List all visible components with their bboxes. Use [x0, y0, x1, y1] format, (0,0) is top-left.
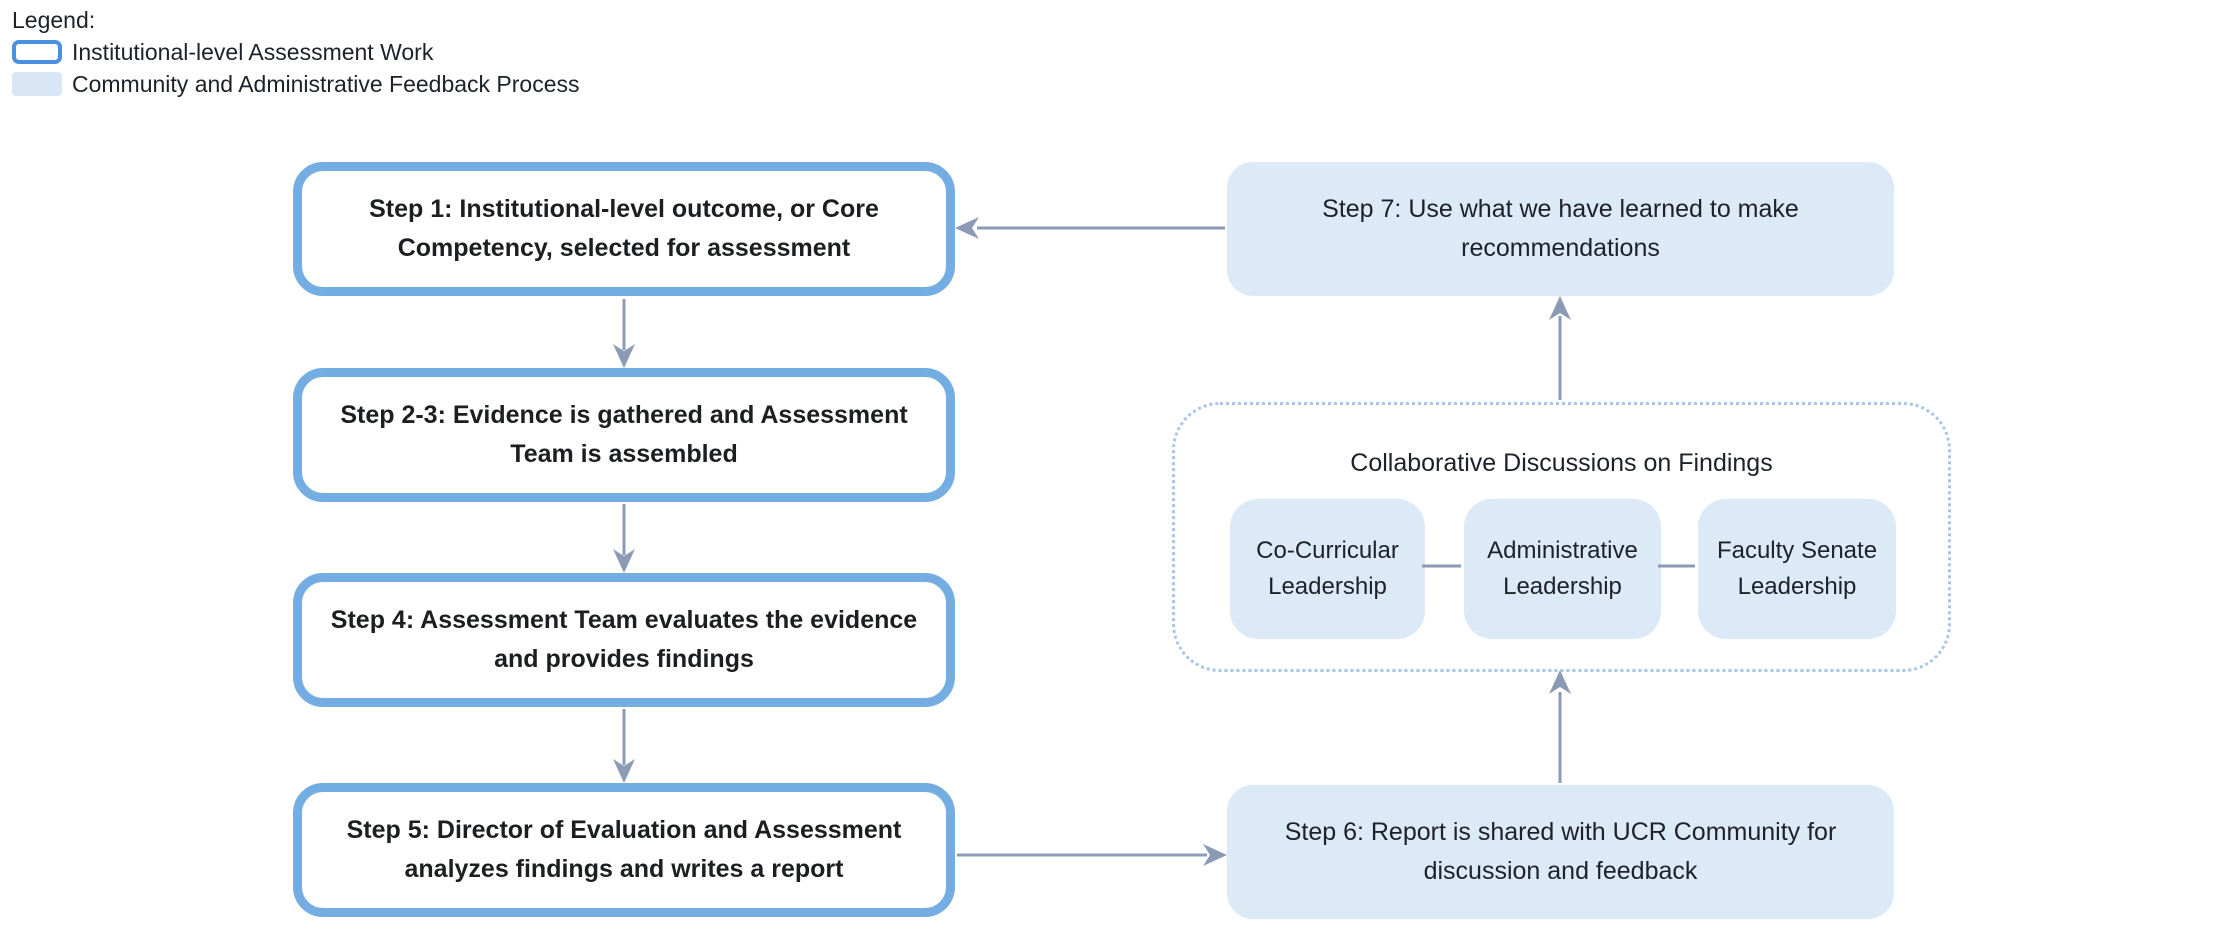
arrow-step5-to-step6 — [957, 844, 1227, 866]
arrow-step1-to-step23 — [613, 299, 635, 368]
step-4-box: Step 4: Assessment Team evaluates the ev… — [293, 573, 955, 707]
co-curricular-leadership-box: Co-Curricular Leadership — [1230, 499, 1425, 639]
legend-item-community: Community and Administrative Feedback Pr… — [12, 68, 580, 100]
legend: Legend: Institutional-level Assessment W… — [12, 4, 580, 100]
arrow-collaborative-to-step7 — [1549, 296, 1571, 400]
arrow-step4-to-step5 — [613, 709, 635, 783]
arrow-step7-to-step1 — [955, 217, 1225, 239]
filled-box-swatch-icon — [12, 72, 62, 96]
arrow-step23-to-step4 — [613, 504, 635, 573]
step-1-box: Step 1: Institutional-level outcome, or … — [293, 162, 955, 296]
administrative-leadership-box: Administrative Leadership — [1464, 499, 1661, 639]
legend-title: Legend: — [12, 7, 96, 33]
legend-item-institutional: Institutional-level Assessment Work — [12, 36, 580, 68]
arrow-step6-to-collaborative — [1549, 670, 1571, 783]
legend-item-label: Community and Administrative Feedback Pr… — [72, 70, 580, 97]
step-5-box: Step 5: Director of Evaluation and Asses… — [293, 783, 955, 917]
collaborative-discussions-container: Collaborative Discussions on Findings Co… — [1172, 402, 1951, 672]
outlined-box-swatch-icon — [12, 40, 62, 64]
faculty-senate-leadership-box: Faculty Senate Leadership — [1698, 499, 1896, 639]
collaborative-discussions-title: Collaborative Discussions on Findings — [1350, 449, 1773, 477]
step-7-box: Step 7: Use what we have learned to make… — [1227, 162, 1894, 296]
step-6-box: Step 6: Report is shared with UCR Commun… — [1227, 785, 1894, 919]
legend-item-label: Institutional-level Assessment Work — [72, 38, 434, 65]
step-2-3-box: Step 2-3: Evidence is gathered and Asses… — [293, 368, 955, 502]
